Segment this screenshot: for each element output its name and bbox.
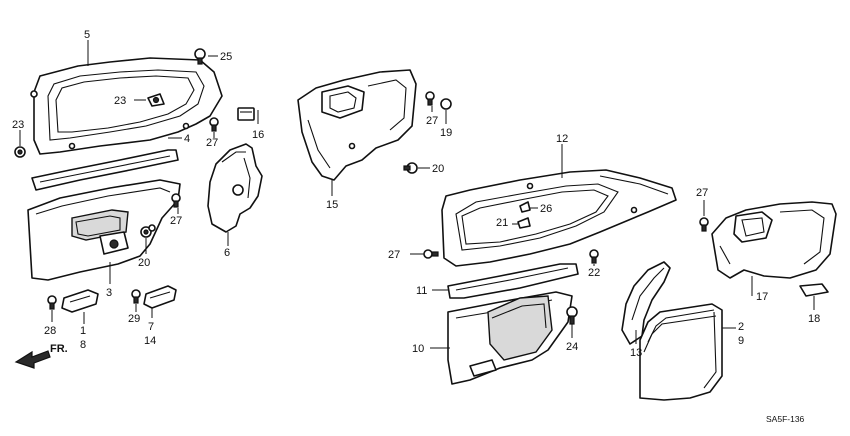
rear-side-frame-right xyxy=(711,201,837,279)
callout-26: 26 xyxy=(540,203,552,215)
callout-18: 18 xyxy=(808,313,820,325)
callout-25: 25 xyxy=(220,51,232,63)
callout-13: 13 xyxy=(630,347,642,359)
callout-23-left: 23 xyxy=(12,119,24,131)
leader-lines xyxy=(19,40,815,349)
callout-27-c: 27 xyxy=(170,215,182,227)
callout-9: 9 xyxy=(738,335,744,347)
callout-15: 15 xyxy=(326,199,338,211)
callout-20-a: 20 xyxy=(432,163,444,175)
callout-8: 8 xyxy=(80,339,86,351)
quarter-lining-panel xyxy=(27,179,181,281)
callout-20-b: 20 xyxy=(138,257,150,269)
callout-3: 3 xyxy=(106,287,112,299)
callout-27-b: 27 xyxy=(426,115,438,127)
wheelhouse-cover xyxy=(207,143,263,233)
rear-quarter-trim xyxy=(441,169,677,267)
callout-12: 12 xyxy=(556,133,568,145)
callout-28: 28 xyxy=(44,325,56,337)
front-arrow-icon xyxy=(14,350,51,369)
rear-molding-strip xyxy=(447,263,579,299)
front-direction-indicator: FR. xyxy=(14,343,68,369)
rear-lining-panel xyxy=(447,291,573,385)
callout-6: 6 xyxy=(224,247,230,259)
callout-14: 14 xyxy=(144,335,156,347)
callout-24: 24 xyxy=(566,341,578,353)
callout-7: 7 xyxy=(148,321,154,333)
small-pad xyxy=(799,283,829,297)
callout-23: 23 xyxy=(114,95,126,107)
callout-10: 10 xyxy=(412,343,424,355)
callout-21: 21 xyxy=(496,217,508,229)
trim-molding-strip xyxy=(31,149,179,191)
direction-label: FR. xyxy=(50,343,68,355)
side-garnish xyxy=(143,285,177,309)
callout-27-e: 27 xyxy=(696,187,708,199)
callout-19: 19 xyxy=(440,127,452,139)
callout-4: 4 xyxy=(184,133,190,145)
quarter-window-trim xyxy=(30,57,223,155)
lower-garnish xyxy=(61,289,99,313)
callout-22: 22 xyxy=(588,267,600,279)
callout-2: 2 xyxy=(738,321,744,333)
rear-side-trim-frame xyxy=(297,69,417,181)
callout-16: 16 xyxy=(252,129,264,141)
fasteners xyxy=(14,48,709,325)
wheelhouse-side-cover xyxy=(639,303,723,401)
wheelhouse-trim-arc xyxy=(621,261,671,345)
callout-numbers: 5 25 23 23 4 16 27 27 19 15 20 6 27 20 3… xyxy=(12,29,820,359)
callout-17: 17 xyxy=(756,291,768,303)
callout-27-d: 27 xyxy=(388,249,400,261)
clip-block xyxy=(237,107,255,121)
diagram-code: SA5F-136 xyxy=(766,414,805,424)
callout-27-a: 27 xyxy=(206,137,218,149)
callout-11: 11 xyxy=(416,285,427,297)
callout-29: 29 xyxy=(128,313,140,325)
callout-5: 5 xyxy=(84,29,90,41)
callout-1: 1 xyxy=(80,325,86,337)
